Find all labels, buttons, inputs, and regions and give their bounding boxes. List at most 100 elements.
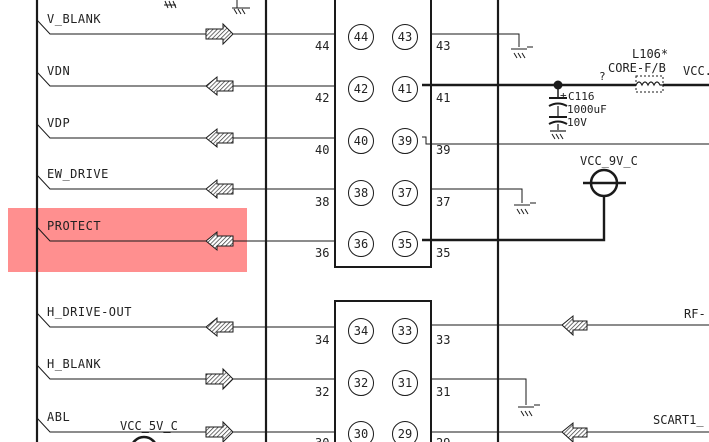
pin-number-left: 44 — [315, 39, 329, 53]
pin-number-right: 39 — [436, 143, 450, 157]
ground-symbol-43 — [511, 46, 533, 59]
pin-pad-number: 36 — [354, 237, 368, 251]
pin-pad-number: 31 — [398, 376, 412, 390]
signal-label: PROTECT — [47, 219, 101, 233]
connector-pin-row: 42 41 42 41 — [315, 76, 450, 105]
pin-pad — [392, 231, 418, 257]
pin-pad — [392, 421, 418, 442]
pin-pad-number: 30 — [354, 427, 368, 441]
connector-top-box — [334, 0, 432, 268]
signal-wire — [36, 364, 335, 380]
signal-label: H_BLANK — [47, 357, 101, 371]
pin-pad-number: 32 — [354, 376, 368, 390]
capacitor-ref: C116 — [568, 90, 595, 103]
connector-bottom-box — [334, 300, 432, 442]
pin-number-left: 34 — [315, 333, 329, 347]
pin-number-left: 30 — [315, 436, 329, 442]
pin-number-left: 42 — [315, 91, 329, 105]
wire-pin31 — [431, 378, 527, 405]
pin-pad-number: 41 — [398, 82, 412, 96]
pin-pad — [348, 318, 374, 344]
pin-number-right: 43 — [436, 39, 450, 53]
pin-number-left: 36 — [315, 246, 329, 260]
connector-pin-row: 38 37 38 37 — [315, 180, 450, 209]
pin-number-right: 33 — [436, 333, 450, 347]
ground-symbol-31 — [518, 404, 540, 417]
pin-pad — [392, 370, 418, 396]
pin-pad — [348, 76, 374, 102]
question-mark: ? — [599, 70, 606, 83]
arrow-left-icon — [205, 178, 234, 200]
connector-pin-row: 30 29 30 29 — [315, 421, 450, 442]
arrow-left-icon — [205, 230, 234, 252]
scart-label: SCART1_ — [653, 413, 704, 427]
arrow-right-icon — [205, 420, 234, 442]
signal-h-drive-out: H_DRIVE-OUT — [36, 305, 335, 338]
signal-label: ABL — [47, 410, 70, 424]
pin-pad-number: 43 — [398, 30, 412, 44]
ground-symbol-37 — [514, 202, 536, 215]
pin-pad — [348, 128, 374, 154]
arrow-left-icon — [561, 314, 588, 337]
pin-pad-number: 33 — [398, 324, 412, 338]
signal-h-blank: H_BLANK — [36, 357, 335, 391]
arrow-right-icon — [205, 367, 234, 391]
pin-number-right: 37 — [436, 195, 450, 209]
pin-pad-number: 42 — [354, 82, 368, 96]
pin-pad-number: 44 — [354, 30, 368, 44]
pin-pad-number: 38 — [354, 186, 368, 200]
signal-label: V_BLANK — [47, 12, 101, 26]
pin-pad — [392, 76, 418, 102]
pin-number-right: 35 — [436, 246, 450, 260]
rf-label: RF- — [684, 307, 706, 321]
vcc-label: VCC. — [683, 64, 709, 78]
capacitor-voltage: 10V — [567, 116, 587, 129]
pin-pad — [348, 231, 374, 257]
signal-label: EW_DRIVE — [47, 167, 109, 181]
inductor-ref: L106* — [632, 47, 668, 61]
signal-wire — [36, 312, 335, 328]
pin-number-left: 32 — [315, 385, 329, 399]
capacitor-c116 — [548, 97, 568, 140]
arrow-right-icon — [205, 22, 234, 46]
pin-pad — [392, 318, 418, 344]
capacitor-plus: + — [560, 89, 567, 102]
pin-pad-number: 37 — [398, 186, 412, 200]
pin-number-right: 29 — [436, 436, 450, 442]
signal-label: VDP — [47, 116, 70, 130]
pin-pad — [348, 180, 374, 206]
inductor-coil — [635, 81, 663, 87]
vcc-5v-label: VCC_5V_C — [120, 419, 178, 433]
wire-pin37 — [431, 188, 523, 203]
signal-label: VDN — [47, 64, 70, 78]
pin-number-left: 38 — [315, 195, 329, 209]
arrow-left-icon — [205, 127, 234, 149]
pin-pad-number: 29 — [398, 427, 412, 441]
wire-pin39 — [422, 136, 709, 145]
signal-abl: ABL — [36, 410, 335, 442]
pin-number-right: 41 — [436, 91, 450, 105]
arrow-left-icon — [205, 316, 234, 338]
signal-wire — [36, 19, 335, 35]
pin-pad — [348, 421, 374, 442]
connector-pin-row: 44 43 44 43 — [315, 24, 450, 53]
vcc-9v-label: VCC_9V_C — [580, 154, 638, 168]
wire-pin35 — [422, 196, 606, 242]
signal-v-blank: V_BLANK — [36, 12, 335, 46]
signal-wire — [36, 123, 335, 139]
pin-pad-number: 40 — [354, 134, 368, 148]
arrow-left-icon — [205, 75, 234, 97]
pin-number-left: 40 — [315, 143, 329, 157]
signal-wire — [36, 417, 335, 433]
signal-label: H_DRIVE-OUT — [47, 305, 132, 319]
signal-protect: PROTECT — [36, 219, 335, 252]
pin-pad — [392, 180, 418, 206]
signal-vdp: VDP — [36, 116, 335, 149]
pin-pad — [392, 128, 418, 154]
signal-ew-drive: EW_DRIVE — [36, 167, 335, 200]
signal-wire — [36, 174, 335, 190]
